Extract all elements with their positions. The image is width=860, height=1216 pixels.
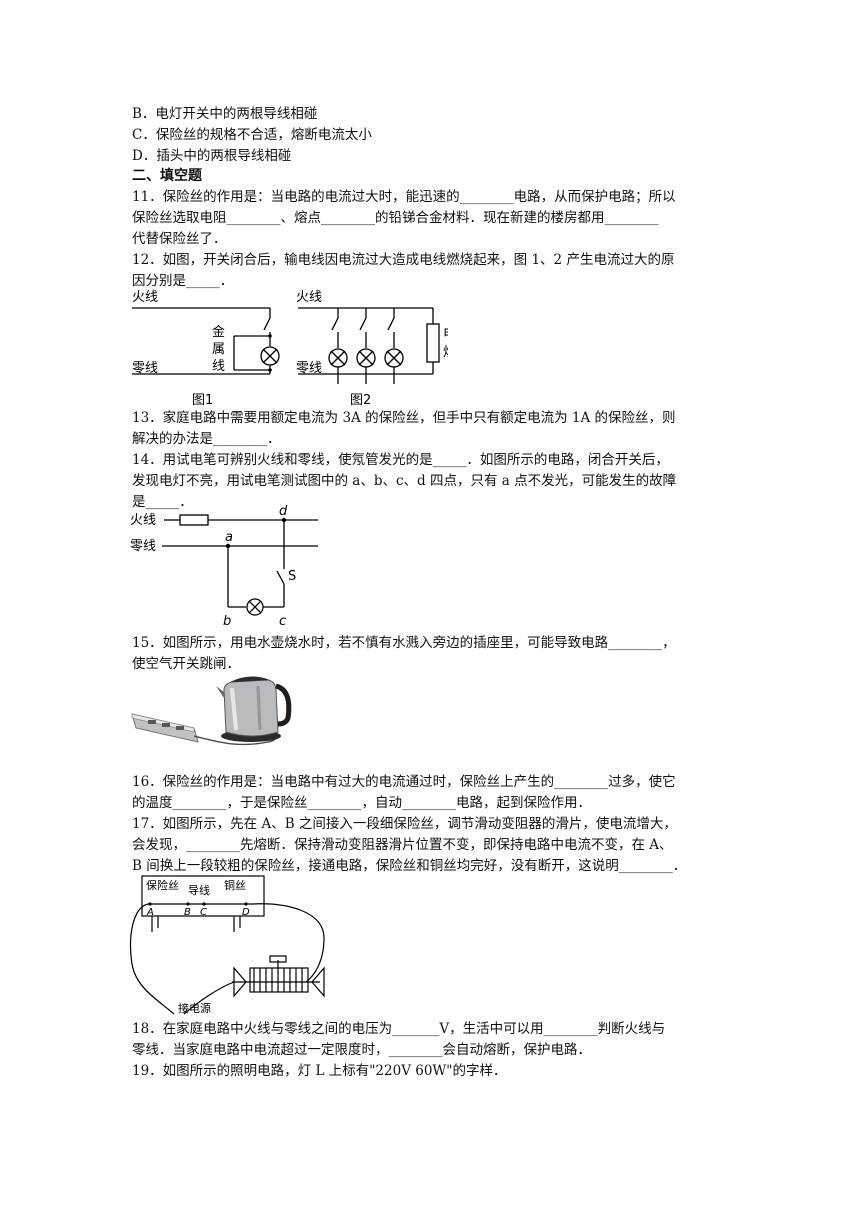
q18-line2: 零线．当家庭电路中电流超过一定限度时，________会自动熔断，保护电路． xyxy=(132,1042,591,1058)
power-supply-label: 接电源 xyxy=(178,1001,211,1015)
fig14-live-label: 火线 xyxy=(130,513,156,528)
q15-line1: 15．如图所示，用电水壶烧水时，若不慎有水溅入旁边的插座里，可能导致电路____… xyxy=(132,635,676,651)
fig1-neutral-label: 零线 xyxy=(132,361,158,376)
figure-12-circuits: 火线 零线 金 属 线 图1 火线 零线 电 炉 图2 xyxy=(132,290,448,408)
option-c: C．保险丝的规格不合适，熔断电流太小 xyxy=(132,127,372,143)
point-B-label: B xyxy=(184,907,191,918)
figure-17-fuse-experiment: 保险丝 导线 铜丝 A B C D 接电源 xyxy=(129,875,325,1015)
q12-line1: 12．如图，开关闭合后，输电线因电流过大造成电线燃烧起来，图 1、2 产生电流过… xyxy=(132,252,675,268)
fig1-metal-char3: 线 xyxy=(212,359,225,374)
fig2-live-label: 火线 xyxy=(296,290,322,305)
fig1-metal-char2: 属 xyxy=(212,342,225,357)
fig2-caption: 图2 xyxy=(350,393,371,408)
fig2-neutral-label: 零线 xyxy=(296,361,322,376)
q15-line2: 使空气开关跳闸． xyxy=(132,656,240,672)
fig1-metal-char1: 金 xyxy=(212,324,225,340)
fuse-label: 保险丝 xyxy=(146,878,179,892)
kettle-power-strip-illustration xyxy=(131,676,292,746)
point-c-label: c xyxy=(279,614,286,629)
q11-line1: 11．保险丝的作用是：当电路的电流过大时，能迅速的________电路，从而保护… xyxy=(132,189,676,205)
q16-line2: 的温度________，于是保险丝________，自动________电路，起… xyxy=(132,795,591,811)
point-A-label: A xyxy=(146,907,154,918)
point-a-label: a xyxy=(225,530,233,545)
point-d-label: d xyxy=(279,504,288,519)
option-d: D．插头中的两根导线相碰 xyxy=(132,148,292,164)
q19-line1: 19．如图所示的照明电路，灯 L 上标有"220V 60W"的字样． xyxy=(132,1063,507,1079)
fig1-caption: 图1 xyxy=(192,393,213,408)
fig2-stove-char1: 电 xyxy=(443,327,448,342)
fig1-live-label: 火线 xyxy=(132,290,158,305)
fig14-neutral-label: 零线 xyxy=(130,539,156,554)
q17-line2: 会发现，________先熔断．保持滑动变阻器滑片位置不变，即保持电路中电流不变… xyxy=(132,837,673,853)
figure-14-circuit: 火线 零线 a b c d S xyxy=(130,504,318,629)
q17-line3: B 间换上一段较粗的保险丝，接通电路，保险丝和铜丝均完好，没有断开，这说明___… xyxy=(132,858,687,874)
q14-line2: 发现电灯不亮，用试电笔测试图中的 a、b、c、d 四点，只有 a 点不发光，可能… xyxy=(132,473,677,489)
q14-line3: 是_____． xyxy=(132,494,193,510)
q11-line2: 保险丝选取电阻________、熔点________的铅锑合金材料．现在新建的楼… xyxy=(132,210,659,226)
q17-line1: 17．如图所示，先在 A、B 之间接入一段细保险丝，调节滑动变阻器的滑片，使电流… xyxy=(132,816,677,832)
q14-line1: 14．用试电笔可辨别火线和零线，使氖管发光的是_____．如图所示的电路，闭合开… xyxy=(132,452,669,468)
copper-label: 铜丝 xyxy=(224,878,246,892)
point-C-label: C xyxy=(200,907,207,918)
electric-kettle xyxy=(216,676,292,742)
wire-label: 导线 xyxy=(188,883,210,897)
point-b-label: b xyxy=(223,614,231,629)
section-title: 二、填空题 xyxy=(132,168,202,184)
q13-line1: 13．家庭电路中需要用额定电流为 3A 的保险丝，但手中只有额定电流为 1A 的… xyxy=(132,410,676,426)
q12-line2: 因分别是_____． xyxy=(132,273,234,289)
option-b: B．电灯开关中的两根导线相碰 xyxy=(132,106,318,122)
point-D-label: D xyxy=(242,907,250,918)
q13-line2: 解决的办法是________． xyxy=(132,431,281,447)
switch-s-label: S xyxy=(288,569,296,584)
fig2-stove-char2: 炉 xyxy=(443,345,448,360)
power-strip xyxy=(131,713,199,743)
q18-line1: 18．在家庭电路中火线与零线之间的电压为_______V，生活中可以用_____… xyxy=(132,1021,666,1037)
q16-line1: 16．保险丝的作用是：当电路中有过大的电流通过时，保险丝上产生的________… xyxy=(132,774,676,790)
q11-line3: 代替保险丝了． xyxy=(132,231,227,247)
